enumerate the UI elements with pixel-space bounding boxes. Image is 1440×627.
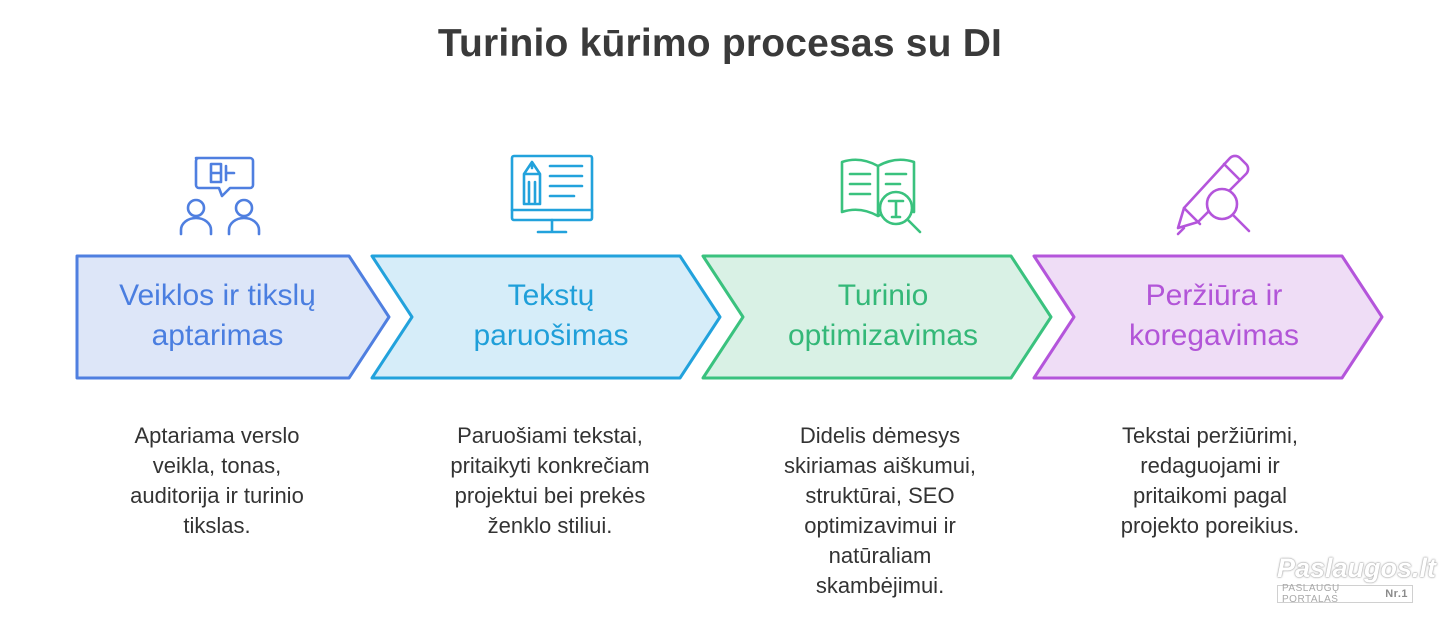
step-3-arrow <box>701 254 1053 380</box>
step-4-description: Tekstai peržiūrimi, redaguojami ir prita… <box>1120 423 1300 538</box>
step-3-description: Didelis dėmesys skiriamas aiškumui, stru… <box>784 423 976 598</box>
watermark-subtitle-text: PASLAUGŲ PORTALAS <box>1282 583 1340 605</box>
watermark-badge: Nr.1 <box>1385 588 1408 600</box>
pencil-magnifier-icon <box>1176 154 1251 236</box>
watermark-logo-text: Paslaugos.lt <box>1277 553 1437 583</box>
watermark-subtitle: PASLAUGŲ PORTALAS Nr.1 <box>1277 583 1413 605</box>
step-4-arrow <box>1032 254 1384 380</box>
book-search-icon <box>840 158 922 234</box>
watermark-logo: Paslaugos.lt PASLAUGŲ PORTALAS Nr.1 <box>1275 553 1436 605</box>
step-2-description: Paruošiami tekstai, pritaikyti konkrečia… <box>450 423 650 538</box>
diagram-title: Turinio kūrimo procesas su DI <box>437 22 1003 65</box>
step-1-arrow <box>75 254 391 380</box>
monitor-document-icon <box>510 154 594 234</box>
step-1-description: Aptariama verslo veikla, tonas, auditori… <box>130 423 304 538</box>
step-2-arrow <box>370 254 722 380</box>
discussion-people-icon <box>179 156 261 236</box>
